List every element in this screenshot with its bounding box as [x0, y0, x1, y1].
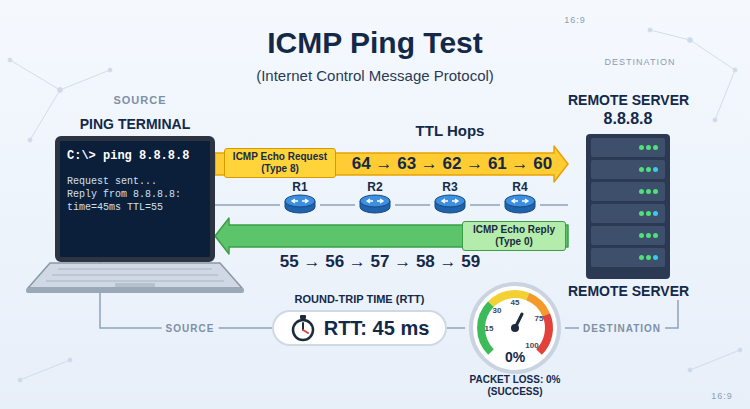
- text-block: PACKET LOSS: 0% (SUCCESS): [465, 374, 565, 398]
- gauge-tick: 75: [535, 314, 544, 323]
- status-led: [639, 255, 644, 260]
- watermark: 16:9: [711, 391, 733, 401]
- terminal-line: Reply from 8.8.8.8: time=45ms TTL=55: [67, 188, 203, 214]
- node-heading: PING TERMINAL: [55, 116, 215, 133]
- router: R4: [500, 180, 540, 216]
- link-line: [215, 204, 280, 206]
- rack-unit: [591, 182, 665, 201]
- ttl-sequence: 55 → 56 → 57 → 58 → 59: [280, 252, 480, 272]
- gauge-tick: 30: [493, 306, 502, 315]
- status-led: [653, 255, 658, 260]
- text-block: 8.8.8.8: [568, 109, 688, 128]
- router: R3: [430, 180, 470, 216]
- rack-unit: [591, 204, 665, 223]
- section-heading: TTL Hops: [416, 122, 485, 139]
- status-led: [646, 145, 651, 150]
- diagram-title: ICMP Ping Test: [0, 26, 750, 60]
- status-led: [653, 167, 658, 172]
- edge-label: ICMP Echo Reply (Type 0): [462, 221, 566, 251]
- ping-terminal: PING TERMINAL C:\> ping 8.8.8.8Request se…: [55, 116, 215, 262]
- edge-label: ICMP Echo Request (Type 8): [224, 148, 336, 178]
- side-label: SOURCE: [113, 94, 166, 106]
- text-block: R1: [280, 180, 320, 194]
- rack-unit: [591, 160, 665, 179]
- status-led: [639, 189, 644, 194]
- gauge-tick: 15: [485, 324, 494, 333]
- text-block: R3: [430, 180, 470, 194]
- node-heading: ROUND-TRIP TIME (RTT): [272, 292, 447, 306]
- status-led: [646, 255, 651, 260]
- router-icon: [503, 194, 537, 214]
- rtt-value: RTT: 45 ms: [324, 317, 430, 340]
- packet-loss-gauge: 0% PACKET LOSS: 0% (SUCCESS): [465, 286, 565, 398]
- router-label: R2: [355, 180, 395, 194]
- rtt-pill: RTT: 45 ms: [272, 310, 447, 346]
- text-block: REMOTE SERVER: [568, 283, 688, 300]
- stopwatch-icon: [290, 314, 316, 342]
- router: R1: [280, 180, 320, 216]
- status-led: [653, 233, 658, 238]
- text-block: REMOTE SERVER: [568, 92, 688, 109]
- packet-arrow: [215, 146, 568, 182]
- network-pattern: [8, 28, 742, 382]
- gauge-tick: 45: [511, 298, 520, 307]
- rack-unit: [591, 138, 665, 157]
- terminal-screen: C:\> ping 8.8.8.8Request sent...Reply fr…: [55, 136, 215, 262]
- router-body: [280, 194, 320, 216]
- router-icon: [283, 194, 317, 214]
- watermark: 16:9: [564, 15, 586, 25]
- text-block: ROUND-TRIP TIME (RTT): [272, 292, 447, 306]
- status-led: [646, 233, 651, 238]
- router-label: R1: [280, 180, 320, 194]
- remote-server: REMOTE SERVER8.8.8.8REMOTE SERVER: [568, 92, 688, 300]
- node-heading: REMOTE SERVER: [568, 92, 688, 109]
- router-icon: [358, 194, 392, 214]
- status-led: [653, 145, 658, 150]
- link-line: [470, 204, 500, 206]
- text-block: R2: [355, 180, 395, 194]
- rack-unit: [591, 248, 665, 267]
- link-line: [395, 204, 430, 206]
- text-block: PING TERMINAL: [55, 116, 215, 133]
- status-led: [653, 211, 658, 216]
- router-label: R4: [500, 180, 540, 194]
- router-body: [500, 194, 540, 216]
- router-icon: [433, 194, 467, 214]
- edge-label: DESTINATION: [579, 323, 665, 334]
- ttl-sequence: 64 → 63 → 62 → 61 → 60: [352, 154, 552, 174]
- packet-arrow: [215, 218, 568, 254]
- gauge-tick: 100: [525, 341, 538, 350]
- server-rack: [586, 134, 670, 279]
- status-led: [639, 167, 644, 172]
- text-block: R4: [500, 180, 540, 194]
- terminal-line: C:\> ping 8.8.8.8: [67, 149, 203, 163]
- text-block: 0%: [465, 348, 565, 366]
- status-led: [646, 211, 651, 216]
- node-heading: REMOTE SERVER: [568, 283, 688, 300]
- link-line: [320, 204, 355, 206]
- status-led: [639, 211, 644, 216]
- subtitle: (Internet Control Message Protocol): [256, 67, 494, 84]
- status-led: [639, 233, 644, 238]
- status-led: [653, 189, 658, 194]
- status-led: [646, 189, 651, 194]
- router-body: [430, 194, 470, 216]
- gauge-caption: PACKET LOSS: 0% (SUCCESS): [465, 374, 565, 398]
- rack-unit: [591, 226, 665, 245]
- link-line: [447, 327, 465, 329]
- edge-label: SOURCE: [162, 323, 219, 334]
- status-led: [639, 145, 644, 150]
- rtt-panel: ROUND-TRIP TIME (RTT) RTT: 45 ms: [272, 292, 447, 346]
- ip-address: 8.8.8.8: [568, 109, 688, 128]
- gauge-value: 0%: [465, 348, 565, 366]
- side-label: DESTINATION: [605, 57, 676, 67]
- link-line: [540, 204, 568, 206]
- router-body: [355, 194, 395, 216]
- status-led: [646, 167, 651, 172]
- router-label: R3: [430, 180, 470, 194]
- router: R2: [355, 180, 395, 216]
- terminal-line: Request sent...: [67, 175, 203, 188]
